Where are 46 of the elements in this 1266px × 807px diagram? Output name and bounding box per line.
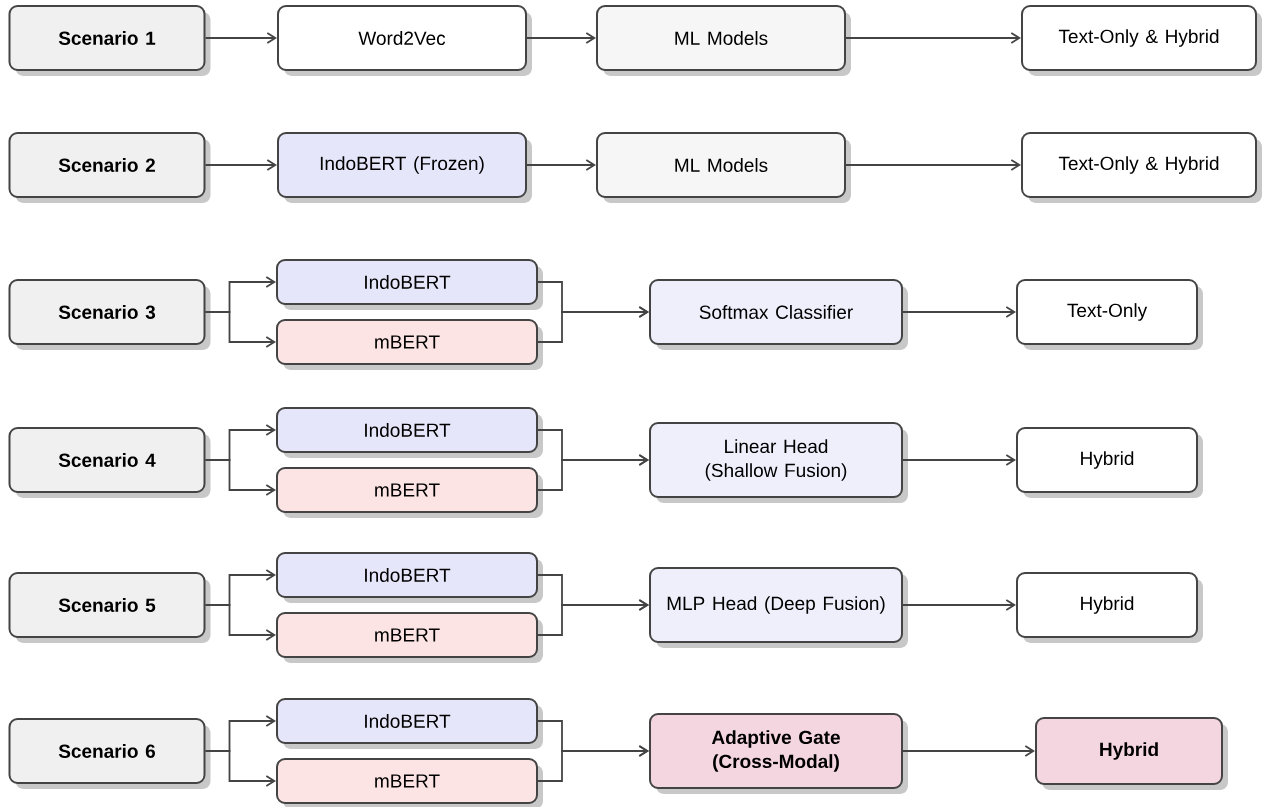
classifier-box: MLP Head (Deep Fusion) <box>649 567 908 648</box>
process-box: ML Models <box>596 132 851 203</box>
arrow <box>204 750 276 787</box>
arrow <box>845 32 1021 44</box>
scenario-box: Scenario 6 <box>8 718 211 789</box>
output-box: Text-Only & Hybrid <box>1021 5 1262 76</box>
arrow <box>845 159 1021 171</box>
process-box: Word2Vec <box>277 5 532 76</box>
classifier-box: Linear Head (Shallow Fusion) <box>649 422 908 503</box>
arrow <box>526 159 596 171</box>
classifier-box: Adaptive Gate (Cross-Modal) <box>649 713 908 794</box>
arrow <box>537 745 649 782</box>
output-box: Hybrid <box>1016 572 1203 643</box>
encoder-box: mBERT <box>276 612 543 663</box>
encoder-box: IndoBERT <box>276 698 543 749</box>
arrow <box>204 604 276 641</box>
arrow <box>537 454 649 491</box>
process-box: ML Models <box>596 5 851 76</box>
scenario-box: Scenario 4 <box>8 427 211 498</box>
encoder-box: mBERT <box>276 758 543 807</box>
scenario-box: Scenario 1 <box>8 5 211 76</box>
encoder-box: IndoBERT <box>276 259 543 310</box>
arrow <box>537 599 649 636</box>
output-box: Text-Only & Hybrid <box>1021 132 1262 203</box>
scenario-box: Scenario 2 <box>8 132 211 203</box>
arrow <box>902 745 1035 757</box>
encoder-box: IndoBERT <box>276 407 543 458</box>
arrow <box>526 32 596 44</box>
arrow <box>902 599 1016 611</box>
scenario-box: Scenario 5 <box>8 572 211 643</box>
encoder-box: mBERT <box>276 319 543 370</box>
classifier-box: Softmax Classifier <box>649 279 908 350</box>
arrow <box>902 306 1016 318</box>
arrow <box>204 32 277 44</box>
output-box: Text-Only <box>1016 279 1203 350</box>
arrow <box>537 306 649 343</box>
scenario-box: Scenario 3 <box>8 279 211 350</box>
arrow <box>204 311 276 348</box>
encoder-box: mBERT <box>276 467 543 518</box>
output-box: Hybrid <box>1035 717 1228 790</box>
encoder-box: IndoBERT <box>276 552 543 603</box>
arrow <box>902 454 1016 466</box>
arrow <box>204 159 277 171</box>
process-box: IndoBERT (Frozen) <box>277 132 532 203</box>
output-box: Hybrid <box>1016 427 1203 498</box>
arrow <box>204 459 276 496</box>
